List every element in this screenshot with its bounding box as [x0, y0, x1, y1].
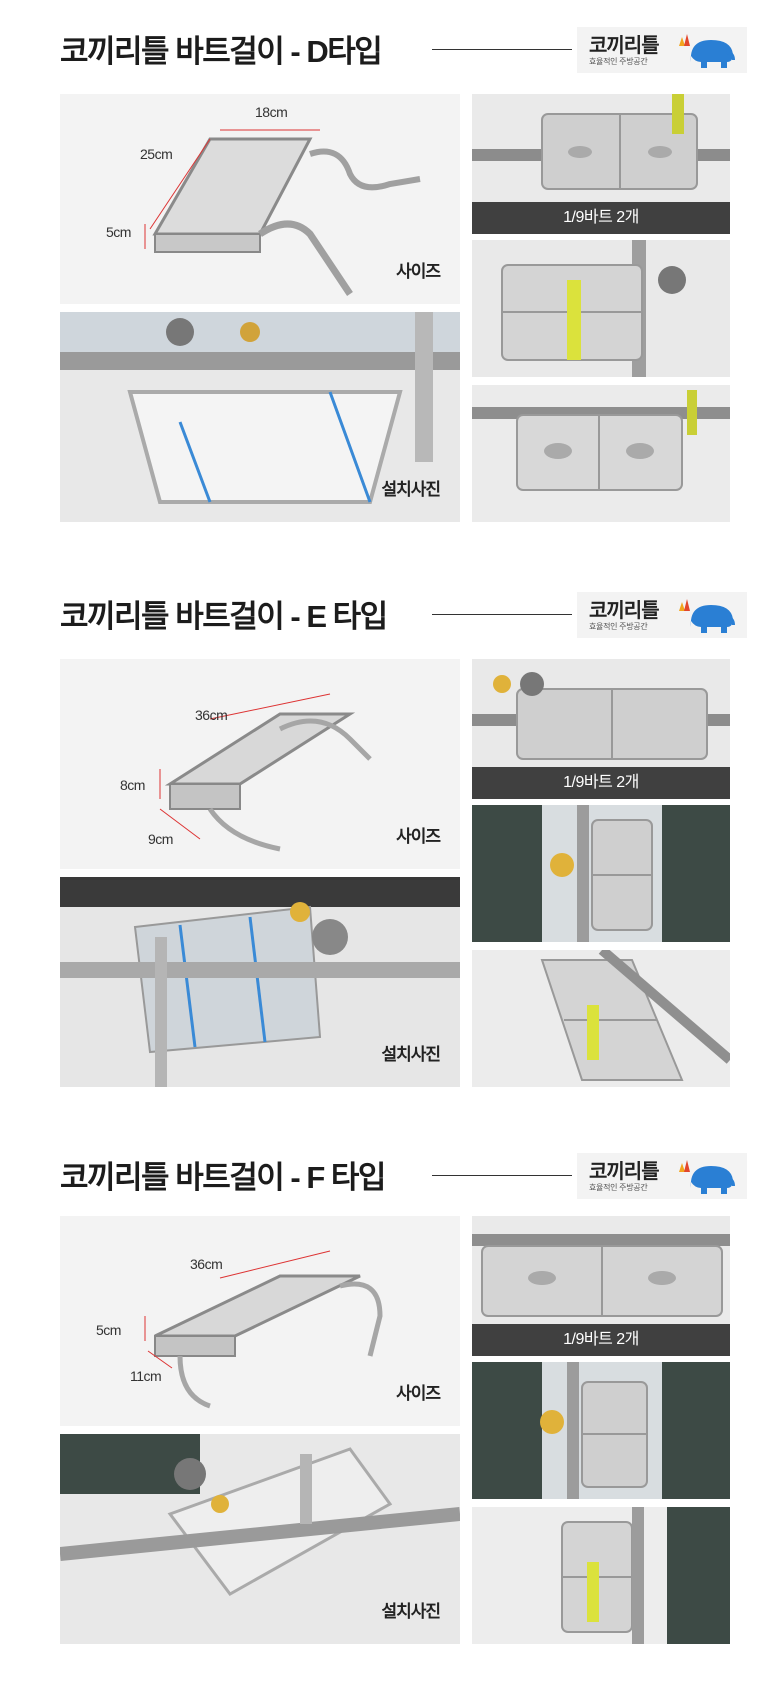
- dimension-label: 36cm: [195, 707, 228, 723]
- dimension-label: 25cm: [140, 146, 173, 162]
- size-photo: 18cm 25cm 5cm 사이즈: [60, 94, 460, 304]
- size-caption: 사이즈: [396, 262, 441, 281]
- section-title: 코끼리틀 바트걸이 - F 타입: [60, 1160, 386, 1195]
- vat-photo-bottom: [472, 950, 730, 1087]
- brand-logo: 코끼리틀 효율적인 주방공간: [577, 592, 747, 638]
- brand-name: 코끼리틀: [589, 35, 660, 57]
- vat-photo-top: 1/9바트 2개: [472, 1216, 730, 1356]
- section-e-type: 코끼리틀 바트걸이 - E 타입 코끼리틀 효율적인 주방공간 36cm 8cm…: [0, 565, 780, 1105]
- install-caption: 설치사진: [381, 480, 441, 499]
- vat-count-bar: 1/9바트 2개: [472, 1324, 730, 1356]
- brand-logo: 코끼리틀 효율적인 주방공간: [577, 1153, 747, 1199]
- vat-photo-bottom: [472, 1507, 730, 1644]
- size-caption: 사이즈: [396, 1384, 441, 1403]
- install-caption: 설치사진: [381, 1602, 441, 1621]
- vat-photo-middle: [472, 1362, 730, 1499]
- brand-tagline: 효율적인 주방공간: [589, 622, 648, 631]
- section-f-type: 코끼리틀 바트걸이 - F 타입 코끼리틀 효율적인 주방공간 36cm 5cm…: [0, 1126, 780, 1686]
- dimension-label: 5cm: [96, 1322, 121, 1338]
- install-caption: 설치사진: [381, 1045, 441, 1064]
- vat-photo-top: 1/9바트 2개: [472, 94, 730, 234]
- brand-name: 코끼리틀: [589, 1161, 660, 1183]
- dimension-label: 8cm: [120, 777, 145, 793]
- install-photo: 설치사진: [60, 877, 460, 1087]
- section-d-type: 코끼리틀 바트걸이 - D타입 코끼리틀 효율적인 주방공간 18cm 25cm…: [0, 0, 780, 540]
- size-photo: 36cm 8cm 9cm 사이즈: [60, 659, 460, 869]
- dimension-label: 5cm: [106, 224, 131, 240]
- brand-tagline: 효율적인 주방공간: [589, 57, 648, 66]
- vat-count-bar: 1/9바트 2개: [472, 202, 730, 234]
- vat-photo-middle: [472, 240, 730, 377]
- title-divider: [432, 614, 572, 615]
- dimension-label: 18cm: [255, 104, 288, 120]
- vat-count-bar: 1/9바트 2개: [472, 767, 730, 799]
- size-caption: 사이즈: [396, 827, 441, 846]
- section-title: 코끼리틀 바트걸이 - D타입: [60, 34, 383, 69]
- brand-tagline: 효율적인 주방공간: [589, 1183, 648, 1192]
- elephant-icon: [679, 599, 735, 633]
- size-photo: 36cm 5cm 11cm 사이즈: [60, 1216, 460, 1426]
- brand-logo: 코끼리틀 효율적인 주방공간: [577, 27, 747, 73]
- dimension-label: 36cm: [190, 1256, 223, 1272]
- vat-photo-middle: [472, 805, 730, 942]
- elephant-icon: [679, 34, 735, 68]
- vat-photo-top: 1/9바트 2개: [472, 659, 730, 799]
- section-title: 코끼리틀 바트걸이 - E 타입: [60, 599, 388, 634]
- dimension-label: 11cm: [130, 1368, 162, 1384]
- title-divider: [432, 1175, 572, 1176]
- brand-name: 코끼리틀: [589, 600, 660, 622]
- install-photo: 설치사진: [60, 312, 460, 522]
- elephant-icon: [679, 1160, 735, 1194]
- vat-photo-bottom: [472, 385, 730, 522]
- dimension-label: 9cm: [148, 831, 173, 847]
- install-photo: 설치사진: [60, 1434, 460, 1644]
- title-divider: [432, 49, 572, 50]
